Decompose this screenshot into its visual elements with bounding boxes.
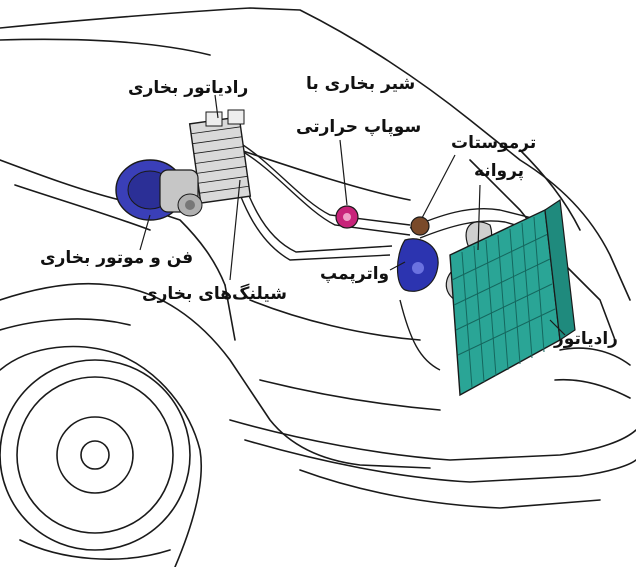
label-heater-valve-line1: شیر بخاری با [306, 76, 415, 93]
heater-valve [336, 206, 358, 228]
label-fan: پروانه [474, 163, 524, 180]
label-thermostat: ترموستات [451, 135, 536, 152]
heater-core [190, 110, 251, 203]
label-fan-motor: فن و موتور بخاری [40, 250, 193, 267]
label-heater-valve-line2: سوپاپ حرارتی [296, 119, 421, 136]
thermostat [411, 217, 429, 235]
label-water-pump: واترپمپ [320, 266, 389, 283]
heater-fan-motor [116, 160, 202, 220]
water-pump [398, 239, 439, 292]
label-radiator: رادیاتور [554, 331, 618, 348]
label-heater-radiator: رادیاتور بخاری [128, 80, 248, 97]
label-heater-hoses: شیلنگ‌های بخاری [142, 286, 287, 303]
